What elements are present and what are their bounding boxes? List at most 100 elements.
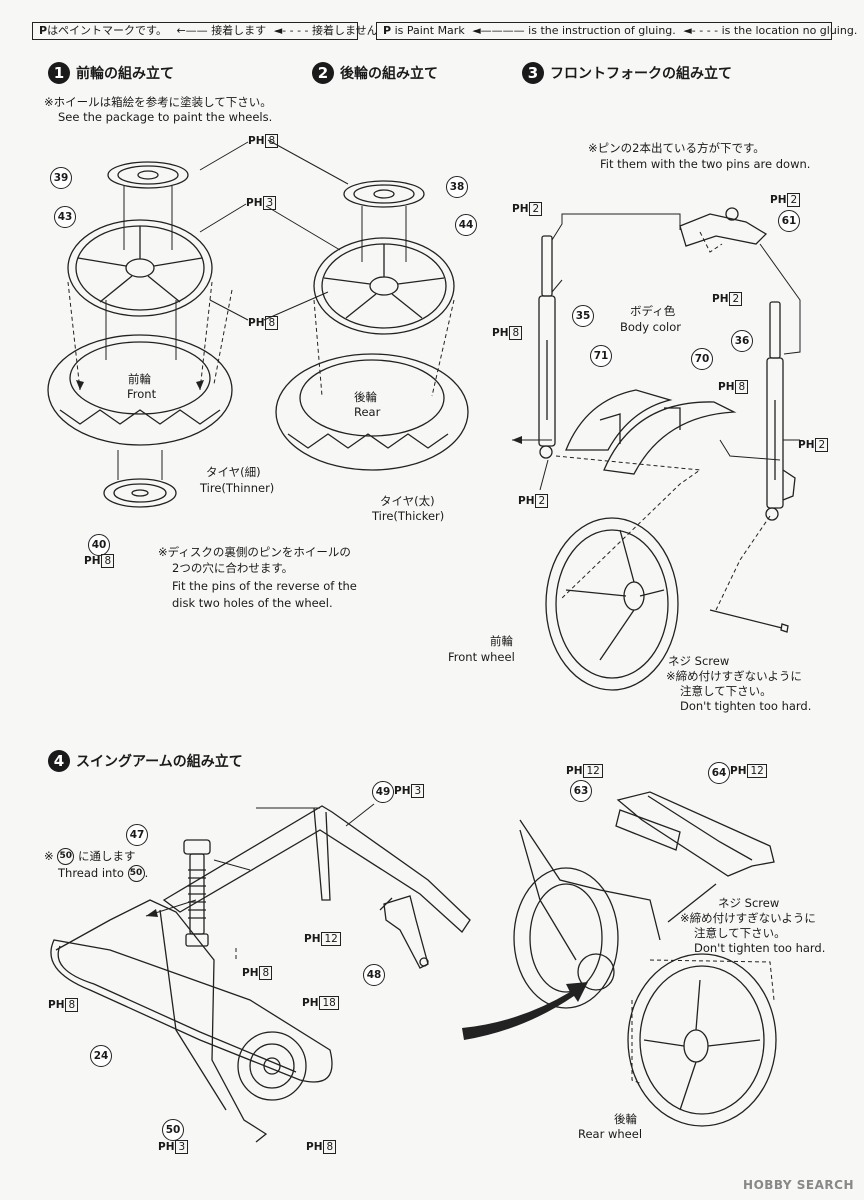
front-wheel-assembly-drawing bbox=[545, 517, 679, 691]
tire-thick-label-en: Tire(Thicker) bbox=[372, 509, 445, 523]
screw2-label: ネジ Screw bbox=[718, 896, 780, 910]
tighten-note-en: Don't tighten too hard. bbox=[680, 699, 812, 713]
step-title-text: スイングアームの組み立て bbox=[76, 754, 243, 770]
thread-note-en: Thread into 50. bbox=[58, 865, 149, 882]
steering-61-drawing bbox=[679, 207, 768, 247]
legend-paint-text: is Paint Mark bbox=[394, 24, 465, 37]
big-arrow-icon bbox=[462, 982, 588, 1040]
rear-wheel-44-drawing bbox=[313, 237, 455, 335]
step4-guide-lines bbox=[145, 803, 375, 917]
rear-tire-drawing bbox=[275, 353, 469, 471]
glue-arrow-icon: ◄———— bbox=[472, 24, 525, 37]
part-35-callout: 35 bbox=[572, 305, 594, 327]
part-50-inline: 50 bbox=[127, 865, 145, 882]
glue-arrow-icon: ←—— bbox=[176, 24, 208, 37]
tighten2-note-en: Don't tighten too hard. bbox=[694, 941, 826, 955]
legend-box-jp: Pはペイントマークです。 ←—— 接着します ◄- - - - 接着しません bbox=[32, 22, 378, 40]
tire-thin-label-en: Tire(Thinner) bbox=[200, 481, 275, 495]
front-wheel-label-en: Front wheel bbox=[448, 650, 515, 664]
screw-label: ネジ Screw bbox=[668, 654, 730, 668]
step-number: 1 bbox=[48, 62, 70, 84]
legend-glue-text: is the instruction of gluing. bbox=[528, 24, 676, 37]
paint-mark-icon: P bbox=[383, 24, 392, 37]
sprocket-drawing bbox=[237, 1031, 307, 1101]
step-number: 4 bbox=[48, 750, 70, 772]
part-24-callout: 24 bbox=[90, 1045, 112, 1067]
disk-note-jp2: 2つの穴に合わせます。 bbox=[172, 561, 294, 575]
legend-noglue-text: 接着しません bbox=[312, 24, 378, 37]
pins-note-en: Fit them with the two pins are down. bbox=[600, 157, 811, 171]
step1-dashed-lines bbox=[67, 281, 233, 391]
part-50-callout: 50 bbox=[162, 1119, 184, 1141]
tire-thick-label-jp: タイヤ(太) bbox=[380, 494, 435, 508]
part-71-callout: 71 bbox=[590, 345, 612, 367]
part-49-callout: 49 bbox=[372, 781, 394, 803]
tighten-note-jp1: ※締め付けすぎないように bbox=[666, 669, 802, 683]
part-44-callout: 44 bbox=[455, 214, 477, 236]
chain-24-drawing bbox=[50, 939, 333, 1083]
watermark: HOBBY SEARCH bbox=[743, 1178, 854, 1192]
step2-guide-lines bbox=[263, 139, 407, 321]
part-48-callout: 48 bbox=[363, 964, 385, 986]
screw-drawing bbox=[709, 609, 789, 633]
disk-40-drawing bbox=[103, 478, 177, 508]
disk-note-en1: Fit the pins of the reverse of the bbox=[172, 579, 357, 593]
part-40-callout: 40 bbox=[88, 534, 110, 556]
step2-dashed-lines bbox=[313, 299, 455, 397]
part-63-callout: 63 bbox=[570, 780, 592, 802]
front-label-en: Front bbox=[127, 387, 157, 401]
tire-thin-label-jp: タイヤ(細) bbox=[206, 465, 261, 479]
rear-assembly-frame-drawing bbox=[513, 819, 661, 1009]
step-number: 2 bbox=[312, 62, 334, 84]
step4-right-dashed bbox=[631, 959, 775, 1085]
rear-wheel-label-en: Rear wheel bbox=[578, 1127, 643, 1141]
step1-guide-lines bbox=[105, 141, 249, 480]
front-label-jp: 前輪 bbox=[128, 372, 151, 386]
legend-paint-text: はペイントマークです。 bbox=[47, 24, 167, 37]
front-wheel-label-jp: 前輪 bbox=[490, 634, 513, 648]
step3-dashed-lines bbox=[555, 231, 771, 611]
paint-mark-icon: P bbox=[39, 24, 48, 37]
part-43-callout: 43 bbox=[54, 206, 76, 228]
fender-drawing bbox=[565, 389, 737, 475]
chain-guard-64-drawing bbox=[616, 791, 775, 877]
part-64-callout: 64 bbox=[708, 762, 730, 784]
part-39-callout: 39 bbox=[50, 167, 72, 189]
step-title-text: フロントフォークの組み立て bbox=[550, 66, 732, 82]
thread-note-jp: ※ 50 に通します bbox=[44, 848, 136, 865]
legend-glue-text: 接着します bbox=[211, 24, 267, 37]
tighten2-note-jp1: ※締め付けすぎないように bbox=[680, 911, 816, 925]
noglue-arrow-icon: ◄- - - - bbox=[273, 24, 309, 37]
rear-label-jp: 後輪 bbox=[354, 390, 377, 404]
noglue-arrow-icon: ◄- - - - bbox=[683, 24, 719, 37]
disk-38-drawing bbox=[343, 180, 425, 208]
bracket-48-drawing bbox=[383, 895, 429, 969]
front-tire-drawing bbox=[47, 334, 233, 446]
wheel-paint-note-en: See the package to paint the wheels. bbox=[58, 110, 273, 124]
rear-label-en: Rear bbox=[354, 405, 381, 419]
swing-arm-drawing bbox=[55, 805, 471, 1143]
disk-39-drawing bbox=[107, 161, 189, 189]
part-70-callout: 70 bbox=[691, 348, 713, 370]
part-38-callout: 38 bbox=[446, 176, 468, 198]
part-47-callout: 47 bbox=[126, 824, 148, 846]
